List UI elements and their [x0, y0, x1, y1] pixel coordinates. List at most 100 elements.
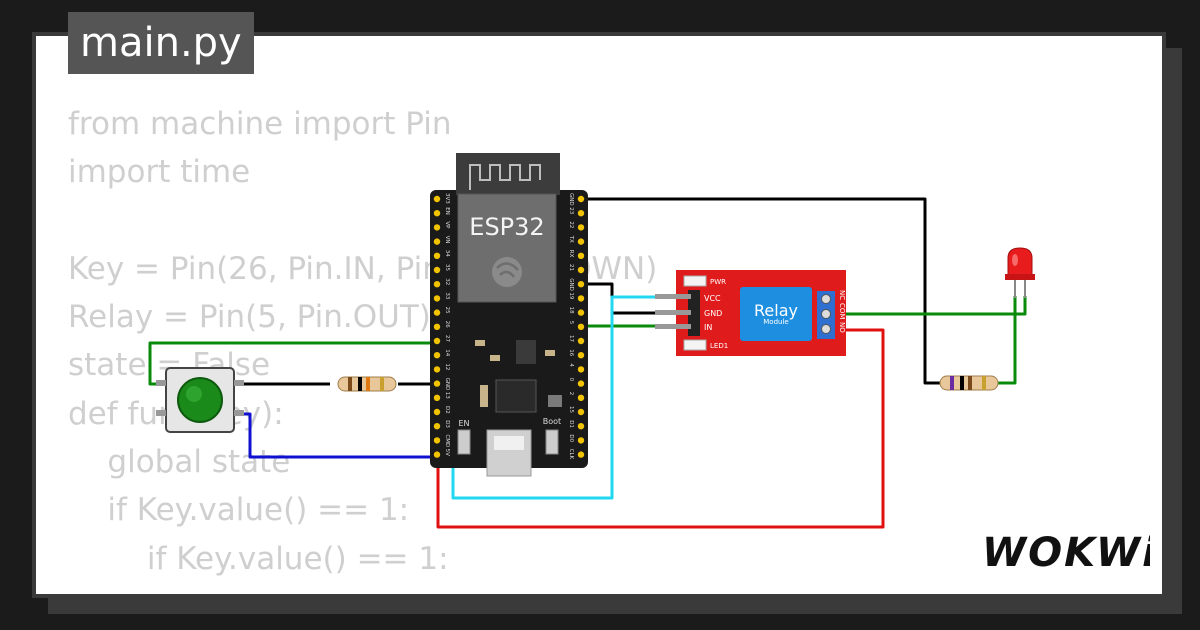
wire-green-led-to-resistor[interactable] [998, 296, 1017, 385]
esp32-left-pin-label: 13 [444, 392, 450, 399]
esp32-left-pin-header: 3V3ENVPVN343532332526271412GND13D2D3CMD5… [433, 193, 450, 458]
esp32-left-pin-label: GND [444, 378, 450, 391]
esp32-right-pin-pad[interactable] [577, 252, 585, 259]
boot-button-label: Boot [543, 417, 561, 426]
esp32-right-pin-label: 15 [568, 406, 574, 413]
esp32-left-pin-pad[interactable] [433, 394, 441, 401]
esp32-left-pin-pad[interactable] [433, 195, 441, 203]
esp32-right-pin-pad[interactable] [577, 366, 585, 373]
esp32-left-pin-pad[interactable] [433, 366, 441, 373]
esp32-right-pin-label: GND [568, 193, 574, 206]
esp32-right-pin-pad[interactable] [577, 210, 585, 217]
red-led[interactable] [1005, 247, 1035, 298]
esp32-right-pin-pad[interactable] [577, 380, 585, 387]
code-line: if Key.value() == 1: [68, 540, 449, 577]
esp32-left-pin-pad[interactable] [433, 437, 441, 444]
esp32-board[interactable]: ESP32 EN Boot 3V3ENVPVN34353233252627141… [430, 153, 588, 477]
esp32-right-pin-pad[interactable] [577, 451, 585, 458]
pull-down-resistor[interactable] [337, 376, 397, 392]
esp32-left-pin-pad[interactable] [433, 309, 441, 316]
esp32-left-pin-pad[interactable] [433, 295, 441, 302]
wire-black-gnd-to-led-resistor[interactable] [581, 197, 948, 385]
capacitor [475, 340, 485, 346]
relay-pin-gnd: GND [704, 309, 722, 318]
push-button[interactable] [156, 367, 244, 433]
esp32-left-pin-label: CMD [444, 434, 450, 447]
esp32-left-pin-label: 25 [444, 307, 450, 314]
esp32-left-pin-pad[interactable] [433, 352, 441, 359]
esp32-left-pin-pad[interactable] [433, 408, 441, 416]
terminal-com: COM [838, 303, 846, 319]
esp32-right-pin-pad[interactable] [577, 337, 585, 345]
wire-green-relay-to-led[interactable] [838, 296, 1027, 316]
code-line: Relay = Pin(5, Pin.OUT) [68, 299, 431, 336]
esp32-right-pin-pad[interactable] [577, 238, 585, 245]
file-tab-main-py[interactable]: main.py [68, 12, 254, 74]
esp32-right-pin-label: RX [568, 250, 574, 258]
esp32-right-pin-pad[interactable] [577, 408, 585, 416]
relay-pin-vcc: VCC [704, 294, 721, 303]
esp32-left-pin-label: 27 [444, 335, 450, 342]
en-button[interactable] [457, 429, 471, 455]
esp32-left-pin-pad[interactable] [433, 252, 441, 259]
wire-blue-button-to-3v3[interactable] [234, 412, 436, 459]
capacitor [490, 355, 500, 361]
esp32-left-pin-pad[interactable] [433, 266, 441, 274]
esp32-left-pin-label: 33 [444, 292, 450, 299]
esp32-right-pin-label: 21 [568, 264, 574, 271]
esp32-left-pin-label: D2 [444, 406, 450, 414]
esp32-right-pin-label: 16 [568, 349, 574, 356]
regulator [516, 340, 536, 364]
esp32-right-pin-pad[interactable] [577, 309, 585, 316]
esp32-left-pin-label: 35 [444, 264, 450, 271]
esp32-left-pin-pad[interactable] [433, 380, 441, 387]
relay-block [740, 287, 812, 341]
esp32-left-pin-pad[interactable] [433, 337, 441, 345]
relay-module[interactable]: VCC GND IN PWR LED1 Relay Module NC COM … [655, 270, 846, 356]
esp32-left-pin-label: 26 [444, 321, 450, 328]
esp32-left-pin-label: D3 [444, 420, 450, 428]
esp32-left-pin-label: 12 [444, 363, 450, 370]
esp32-right-pin-pad[interactable] [577, 195, 585, 203]
led-resistor[interactable] [939, 375, 999, 391]
esp32-right-pin-pad[interactable] [577, 266, 585, 274]
boot-button[interactable] [545, 429, 559, 455]
esp32-right-pin-pad[interactable] [577, 437, 585, 444]
esp32-right-pin-pad[interactable] [577, 224, 585, 231]
esp32-right-pin-pad[interactable] [577, 423, 585, 430]
esp32-right-pin-label: 19 [568, 292, 574, 299]
esp32-right-pin-pad[interactable] [577, 352, 585, 359]
esp32-right-pin-label: CLK [568, 449, 574, 460]
esp32-right-pin-pad[interactable] [577, 295, 585, 302]
esp32-left-pin-pad[interactable] [433, 323, 441, 330]
esp32-left-pin-pad[interactable] [433, 238, 441, 245]
esp32-left-pin-label: 32 [444, 278, 450, 285]
pwr-led [683, 275, 707, 287]
status-led [683, 339, 707, 351]
wifi-module-antenna [456, 153, 560, 195]
relay-pin-in: IN [704, 323, 712, 332]
pwr-label: PWR [710, 278, 726, 286]
wokwi-logo-icon: WOKWi [982, 530, 1156, 576]
esp32-right-pin-pad[interactable] [577, 323, 585, 330]
wire-red-relay-com-to-gnd[interactable] [436, 328, 885, 529]
esp32-label: ESP32 [469, 213, 544, 241]
esp32-right-pin-pad[interactable] [577, 394, 585, 401]
chip-usb-uart [495, 379, 537, 413]
capacitor [548, 395, 562, 407]
esp32-left-pin-pad[interactable] [433, 224, 441, 231]
esp32-left-pin-pad[interactable] [433, 210, 441, 217]
en-button-label: EN [458, 419, 469, 428]
esp32-left-pin-pad[interactable] [433, 281, 441, 288]
esp32-right-pin-label: D0 [568, 434, 574, 442]
code-line: import time [68, 154, 251, 191]
wokwi-logo: WOKWi [978, 522, 1156, 578]
esp32-left-pin-pad[interactable] [433, 423, 441, 430]
antenna-trace [469, 164, 541, 190]
esp32-left-pin-pad[interactable] [433, 451, 441, 458]
esp32-right-pin-label: 2 [568, 392, 574, 396]
capacitor [480, 385, 488, 407]
esp32-right-pin-pad[interactable] [577, 281, 585, 288]
esp32-right-pin-label: D1 [568, 420, 574, 428]
